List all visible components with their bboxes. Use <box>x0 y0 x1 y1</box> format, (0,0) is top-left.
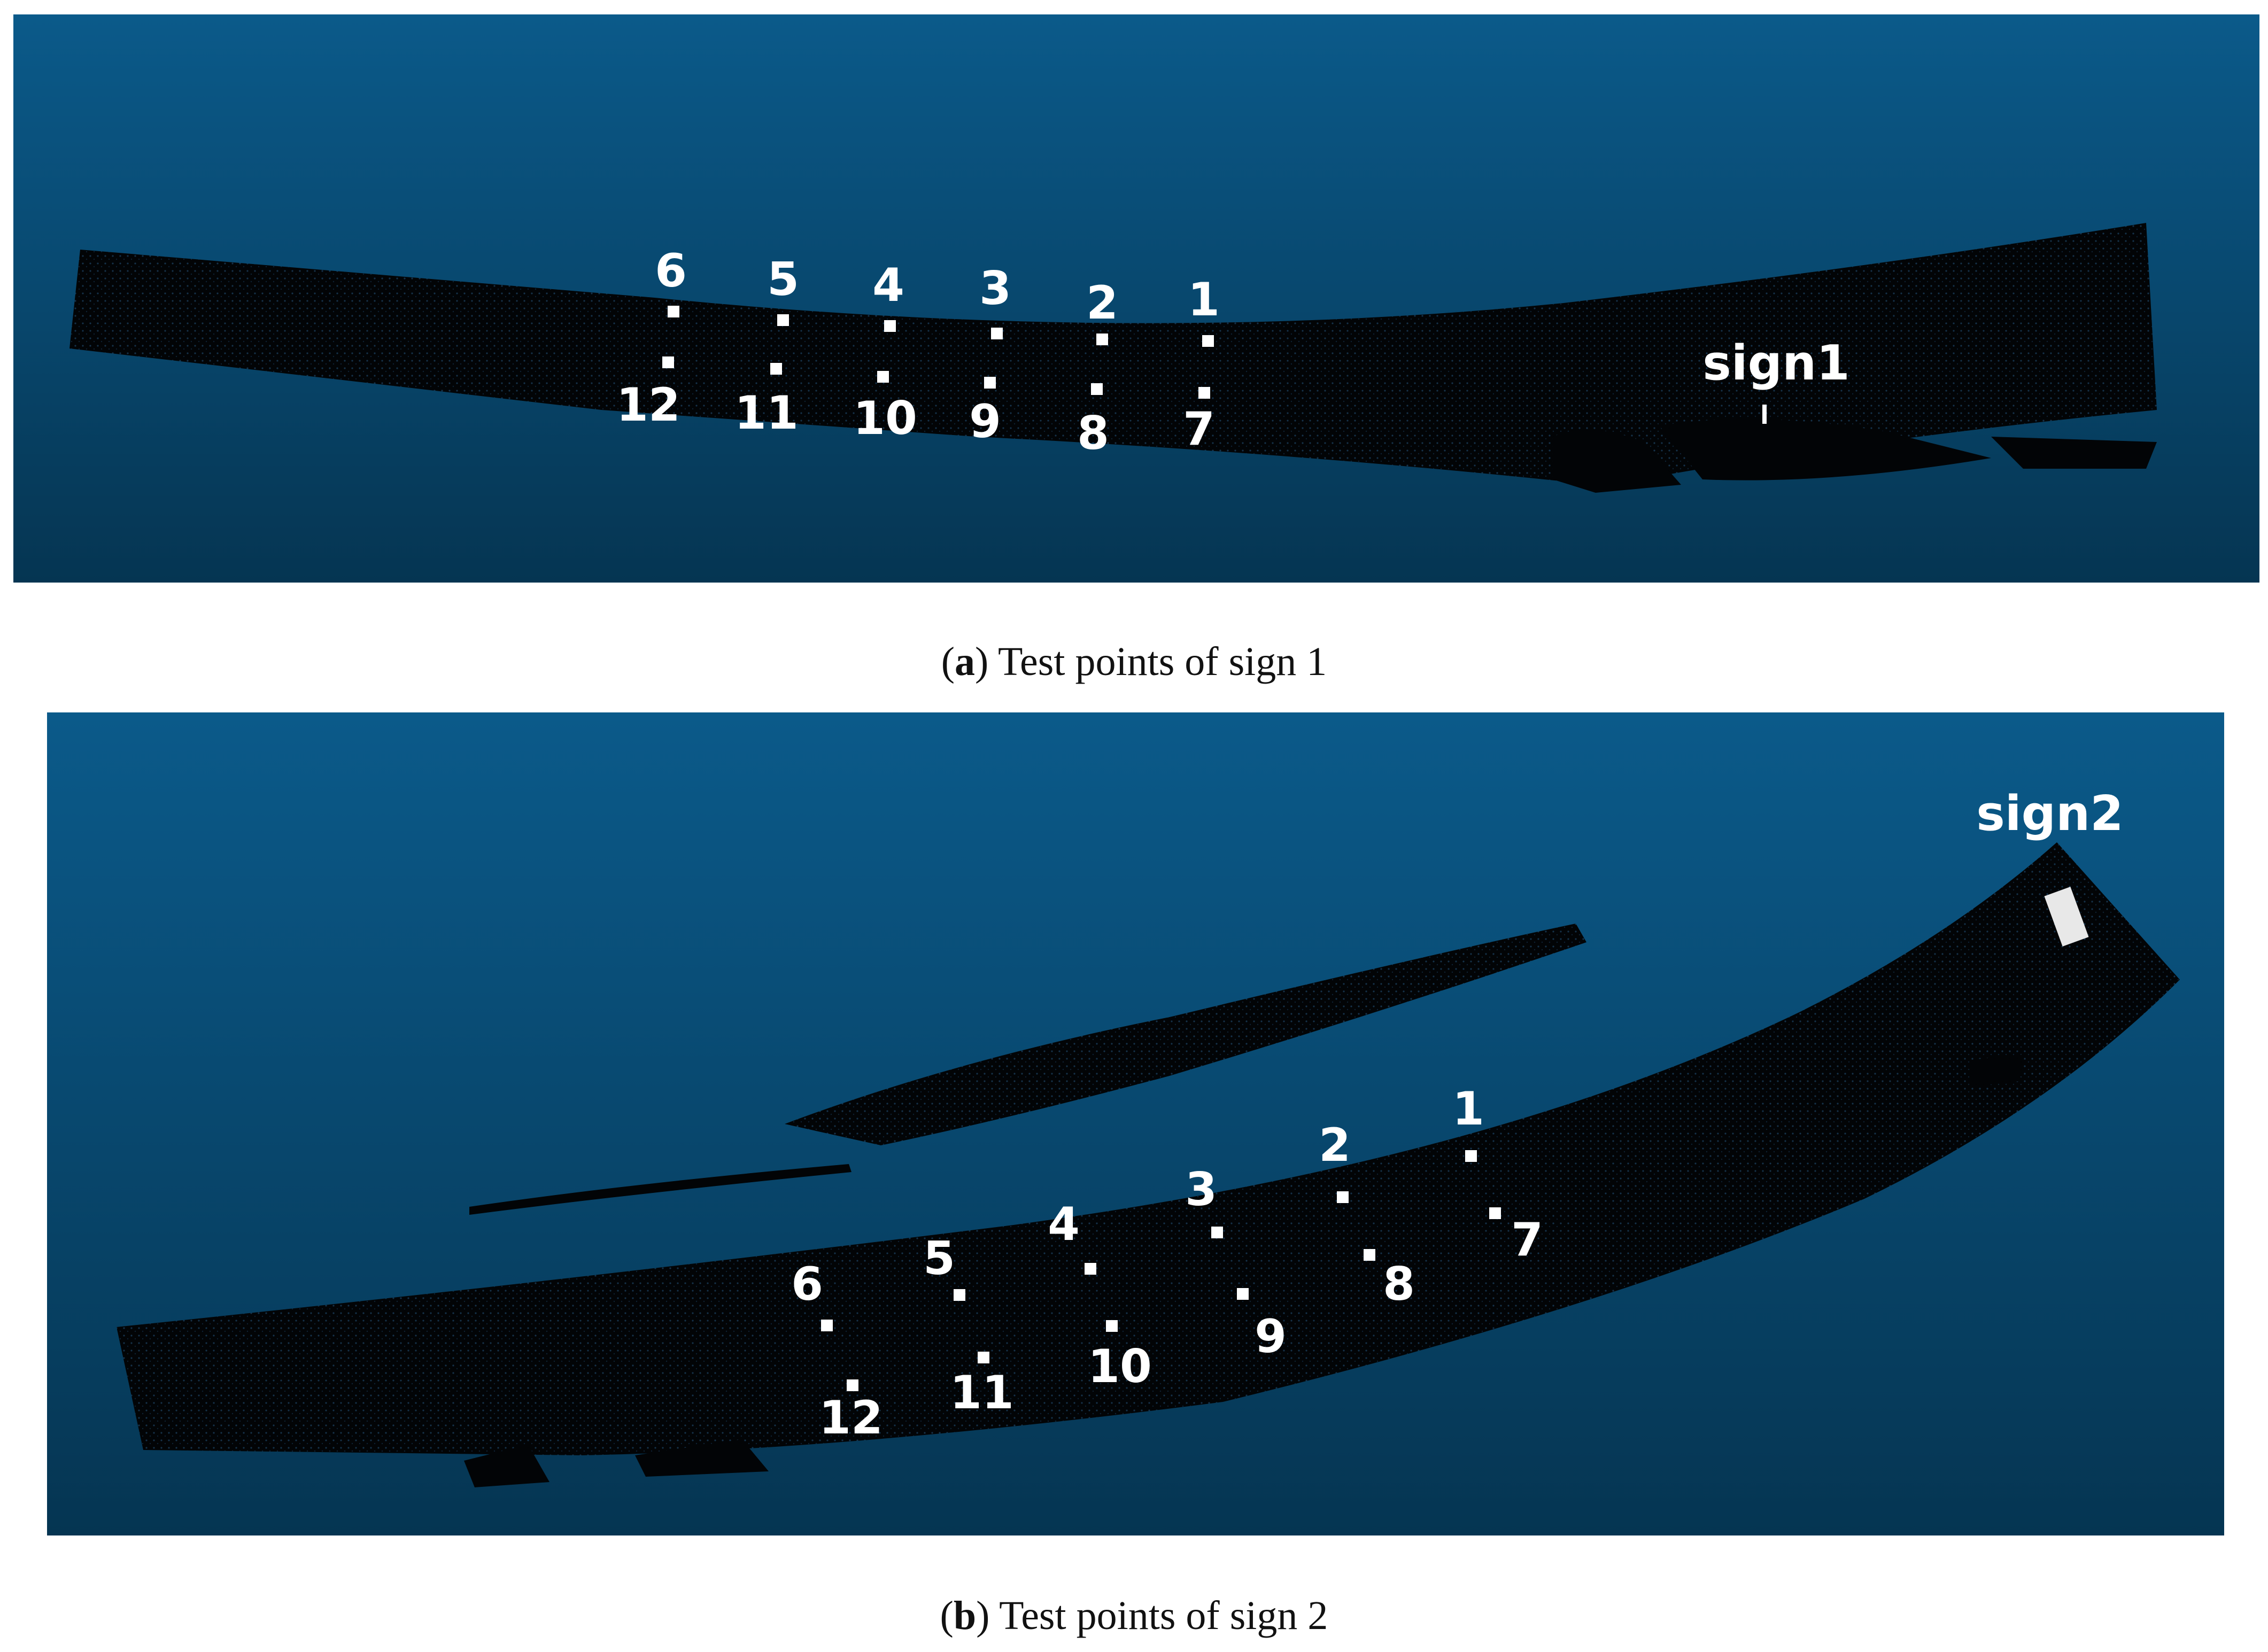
caption-a: (a) Test points of sign 1 <box>941 639 1327 684</box>
point-label: 2 <box>1319 1119 1351 1172</box>
secondary-strip <box>785 924 1586 1145</box>
test-point-marker <box>1211 1227 1223 1238</box>
test-point-marker <box>1096 333 1108 345</box>
point-label: 7 <box>1183 402 1215 456</box>
point-label: 8 <box>1383 1258 1415 1311</box>
point-label: 12 <box>616 378 680 432</box>
sign-label: sign1 <box>1702 335 1850 391</box>
test-point-marker <box>877 371 889 383</box>
debris <box>1660 419 1991 480</box>
point-label: 5 <box>923 1232 955 1285</box>
test-point-marker <box>991 328 1003 339</box>
debris <box>635 1439 769 1477</box>
point-label: 3 <box>1185 1163 1217 1216</box>
caption-a-letter: a <box>955 639 975 684</box>
point-label: 4 <box>1048 1198 1080 1251</box>
test-point-marker <box>1489 1207 1501 1219</box>
test-point-marker <box>1237 1288 1249 1300</box>
debris <box>1553 430 1681 493</box>
caption-a-text: Test points of sign 1 <box>997 639 1327 684</box>
test-point-marker <box>847 1379 858 1391</box>
point-label: 3 <box>979 262 1011 315</box>
panel-b-pointcloud <box>47 712 2224 1535</box>
test-point-marker <box>777 314 789 326</box>
point-label: 6 <box>655 244 687 298</box>
test-point-marker <box>978 1352 989 1363</box>
test-point-marker <box>884 320 896 332</box>
point-label: 11 <box>950 1366 1014 1420</box>
test-point-marker <box>770 363 782 375</box>
point-label: 10 <box>853 392 917 445</box>
point-label: 10 <box>1088 1340 1152 1393</box>
point-label: 1 <box>1452 1082 1484 1136</box>
point-label: 12 <box>819 1391 883 1445</box>
point-label: 4 <box>872 259 904 312</box>
point-label: 8 <box>1077 407 1109 460</box>
point-label: 6 <box>791 1258 823 1311</box>
point-label: 2 <box>1086 276 1118 330</box>
point-label: 7 <box>1511 1213 1543 1267</box>
test-point-marker <box>1364 1249 1375 1261</box>
test-point-marker <box>1106 1320 1118 1332</box>
thin-strip <box>469 1164 852 1215</box>
sign-label: sign2 <box>1976 786 2124 842</box>
panel-a-pointcloud <box>13 14 2259 583</box>
test-point-marker <box>662 356 674 368</box>
test-point-marker <box>984 377 996 389</box>
point-label: 5 <box>767 253 799 306</box>
caption-b-letter: b <box>953 1593 977 1638</box>
point-label: 11 <box>734 386 799 440</box>
test-point-marker <box>1085 1263 1096 1275</box>
debris <box>1991 437 2157 469</box>
panel-b-scene <box>47 712 2224 1535</box>
test-point-marker <box>1091 383 1103 395</box>
caption-b-text: Test points of sign 2 <box>999 1593 1328 1638</box>
test-point-marker <box>668 306 679 317</box>
road-surface <box>69 223 2157 485</box>
debris <box>464 1445 549 1487</box>
sign-marker <box>1762 405 1767 424</box>
caption-b: (b) Test points of sign 2 <box>940 1593 1328 1638</box>
panel-a-scene <box>13 14 2259 583</box>
point-label: 1 <box>1188 273 1220 327</box>
test-point-marker <box>954 1289 965 1301</box>
test-point-marker <box>1465 1150 1477 1162</box>
debris <box>1971 1054 2025 1087</box>
test-point-marker <box>1337 1191 1349 1203</box>
test-point-marker <box>1202 335 1214 347</box>
test-point-marker <box>821 1320 833 1331</box>
point-label: 9 <box>1255 1310 1287 1363</box>
point-label: 9 <box>969 395 1001 448</box>
test-point-marker <box>1198 387 1210 399</box>
road-surface <box>117 842 2180 1455</box>
